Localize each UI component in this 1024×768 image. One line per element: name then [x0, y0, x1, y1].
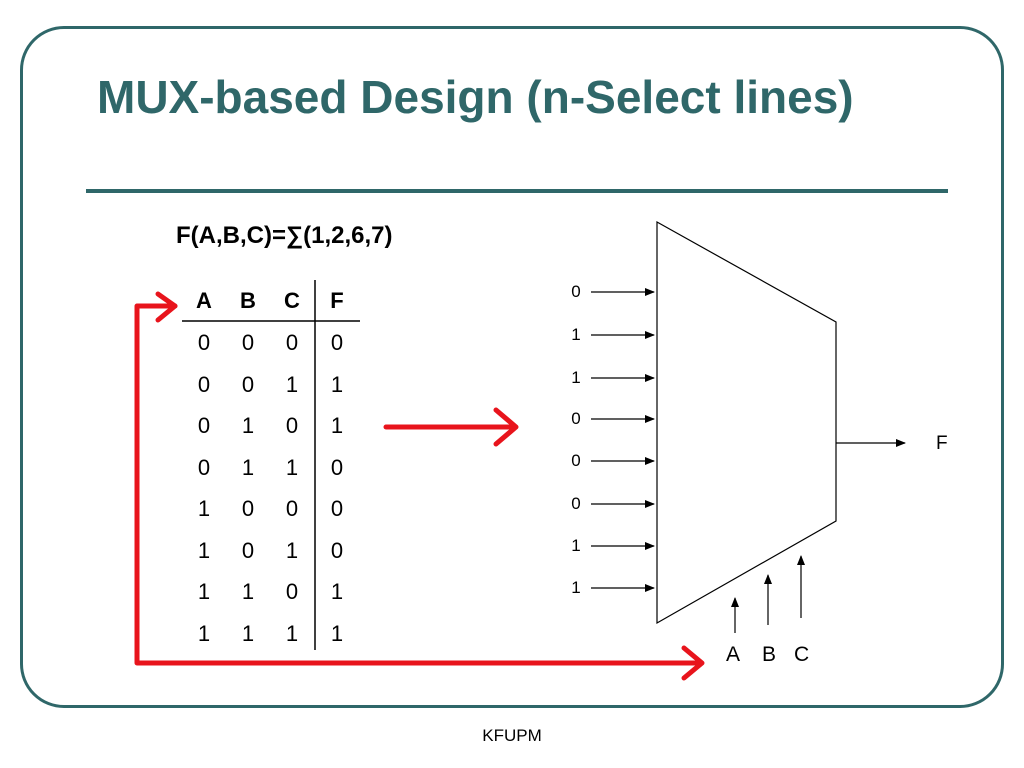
table-cell-f: 1 [330, 620, 344, 646]
data-input-value: 0 [571, 409, 581, 428]
data-input-value: 0 [571, 494, 581, 513]
table-cell-f: 0 [330, 537, 344, 563]
table-cell-b: 0 [241, 330, 255, 355]
table-cell-a: 0 [197, 454, 211, 480]
red-loop-arrow-top-head [155, 291, 178, 323]
data-input-value: 1 [571, 536, 581, 555]
table-cell-a: 1 [197, 579, 211, 604]
table-cell-b: 1 [241, 454, 255, 480]
table-cell-f: 1 [330, 413, 344, 438]
table-cell-b: 1 [241, 413, 255, 438]
mux-output-label: F [936, 433, 948, 454]
table-cell-b: 0 [241, 371, 255, 397]
select-input-label: C [794, 643, 810, 666]
table-cell-f: 0 [330, 330, 344, 355]
table-cell-c: 1 [285, 371, 299, 397]
table-header-b: B [240, 288, 256, 313]
data-input-value: 1 [571, 578, 581, 597]
table-header-a: A [196, 288, 212, 313]
function-formula: F(A,B,C)=∑(1,2,6,7) [176, 222, 393, 249]
data-input-value: 1 [571, 368, 581, 387]
data-input-value: 0 [571, 282, 581, 301]
data-input-value: 0 [571, 451, 581, 470]
select-input-label: B [762, 643, 777, 666]
red-loop-arrow [134, 303, 703, 666]
table-cell-b: 0 [241, 496, 255, 521]
table-cell-c: 1 [285, 537, 299, 563]
table-cell-c: 0 [285, 413, 299, 438]
table-cell-a: 0 [197, 330, 211, 355]
table-cell-f: 0 [330, 496, 344, 521]
table-cell-b: 0 [241, 537, 255, 563]
slide-frame [20, 26, 1004, 708]
table-cell-f: 1 [330, 579, 344, 604]
table-cell-b: 1 [241, 620, 255, 646]
table-cell-c: 0 [285, 496, 299, 521]
select-input-label: A [726, 643, 741, 666]
table-cell-f: 1 [330, 371, 344, 397]
table-cell-c: 0 [285, 330, 299, 355]
table-cell-c: 0 [285, 579, 299, 604]
slide-footer: KFUPM [482, 726, 542, 745]
table-cell-a: 0 [197, 371, 211, 397]
mux-body [656, 220, 837, 625]
slide-title: MUX-based Design (n-Select lines) [97, 71, 854, 123]
data-input-value: 1 [571, 325, 581, 344]
table-cell-a: 1 [197, 496, 211, 521]
table-cell-b: 1 [241, 579, 255, 604]
table-cell-c: 1 [285, 454, 299, 480]
table-cell-f: 0 [330, 454, 344, 480]
red-loop-arrow-bottom-head [681, 645, 705, 681]
table-header-f: F [330, 288, 344, 313]
table-header-c: C [284, 288, 300, 313]
table-cell-a: 0 [197, 413, 211, 438]
table-cell-a: 1 [197, 537, 211, 563]
select-input-arrows [731, 555, 805, 633]
data-input-arrows [591, 288, 655, 592]
title-underline [86, 189, 948, 193]
table-cell-c: 1 [285, 620, 299, 646]
red-arrow-table-to-mux-head [493, 407, 519, 447]
table-cell-a: 1 [197, 620, 211, 646]
